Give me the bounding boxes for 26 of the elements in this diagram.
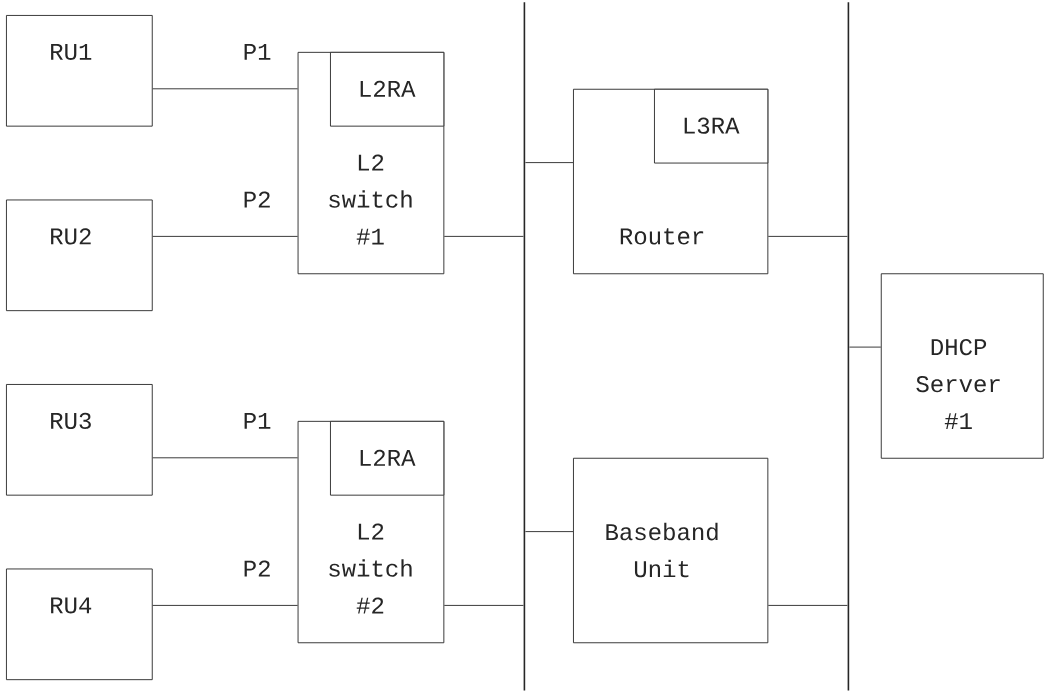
link-line [524,531,574,533]
device-box: RU4 [6,568,153,681]
link-line [443,235,524,237]
network-line [523,2,526,691]
agent-box: L2RA [330,51,445,127]
server-box: DHCP Server #1 [880,273,1044,459]
link-line [152,235,299,237]
agent-box: L3RA [654,88,769,164]
link-line [443,604,524,606]
port-label: P1 [244,44,271,60]
device-box: RU1 [6,15,153,127]
link-line [152,604,299,606]
port-label: P2 [244,560,270,577]
link-line [152,88,299,90]
agent-box: L2RA [330,420,445,496]
port-label: P1 [244,413,271,429]
link-line [152,457,299,459]
link-line [524,162,574,164]
network-line [847,2,850,691]
link-line [767,604,848,606]
device-box: RU2 [6,199,153,312]
device-box: RU3 [6,384,153,496]
link-line [848,346,882,348]
unit-box: Baseband Unit [573,457,769,644]
port-label: P2 [244,191,270,208]
link-line [767,235,848,237]
